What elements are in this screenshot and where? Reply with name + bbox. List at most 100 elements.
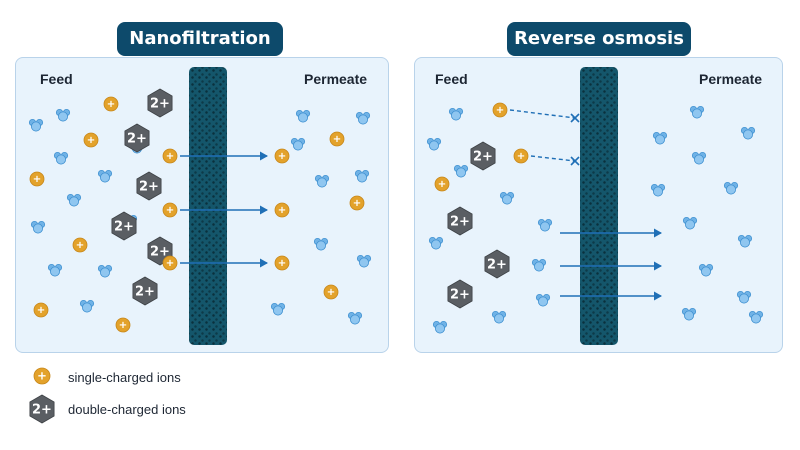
ion-charge-label: + [37, 368, 47, 382]
water-molecule [740, 126, 756, 140]
ion-charge-label: + [278, 205, 286, 216]
single-charged-ion: + [162, 148, 178, 164]
double-charged-ion: 2+ [124, 123, 150, 153]
water-molecule [347, 311, 363, 325]
ion-charge-label: + [278, 258, 286, 269]
single-charged-ion: + [162, 255, 178, 271]
blocked-path [530, 155, 576, 162]
legend-double-icon: 2+ [29, 394, 55, 424]
ion-charge-label: + [76, 240, 84, 251]
water-molecule [491, 310, 507, 324]
water-molecule [723, 181, 739, 195]
water-molecule [79, 299, 95, 313]
ion-charge-label: + [33, 174, 41, 185]
ion-charge-label: + [166, 151, 174, 162]
nf-feed-label: Feed [40, 71, 73, 87]
single-charged-ion: + [103, 96, 119, 112]
water-molecule [66, 193, 82, 207]
water-molecule [428, 236, 444, 250]
single-charged-ion: + [513, 148, 529, 164]
ion-charge-label: + [87, 135, 95, 146]
single-charged-ion: + [83, 132, 99, 148]
legend-single-icon: + [33, 367, 51, 385]
single-charged-ion: + [329, 131, 345, 147]
ion-charge-label: 2+ [450, 215, 470, 230]
block-mark [570, 113, 580, 123]
ion-charge-label: 2+ [32, 403, 52, 418]
single-charged-ion: + [492, 102, 508, 118]
water-molecule [314, 174, 330, 188]
water-molecule [354, 169, 370, 183]
single-charged-ion: + [29, 171, 45, 187]
ion-charge-label: + [166, 205, 174, 216]
double-charged-ion: 2+ [470, 141, 496, 171]
ion-charge-label: + [327, 287, 335, 298]
ion-charge-label: + [278, 151, 286, 162]
water-molecule [30, 220, 46, 234]
ro-feed-label: Feed [435, 71, 468, 87]
water-molecule [295, 109, 311, 123]
double-charged-ion: 2+ [136, 171, 162, 201]
ion-charge-label: + [107, 99, 115, 110]
water-molecule [53, 151, 69, 165]
ion-charge-label: 2+ [487, 258, 507, 273]
single-charged-ion: + [33, 302, 49, 318]
double-charged-ion: 2+ [447, 206, 473, 236]
water-molecule [535, 293, 551, 307]
water-molecule [270, 302, 286, 316]
water-molecule [736, 290, 752, 304]
double-charged-ion: 2+ [447, 279, 473, 309]
double-charged-ion: 2+ [111, 211, 137, 241]
nanofiltration-title: Nanofiltration [117, 22, 283, 56]
water-molecule [97, 264, 113, 278]
blocked-path [509, 109, 576, 119]
water-molecule [689, 105, 705, 119]
ion-charge-label: + [438, 179, 446, 190]
ion-charge-label: 2+ [114, 220, 134, 235]
water-molecule [531, 258, 547, 272]
water-molecule [355, 111, 371, 125]
ion-charge-label: 2+ [139, 180, 159, 195]
double-charged-ion: 2+ [147, 88, 173, 118]
legend-double-label: double-charged ions [68, 402, 186, 417]
ion-charge-label: + [166, 258, 174, 269]
water-molecule [537, 218, 553, 232]
water-molecule [499, 191, 515, 205]
ion-charge-label: 2+ [450, 288, 470, 303]
ion-charge-label: 2+ [150, 97, 170, 112]
legend-single-label: single-charged ions [68, 370, 181, 385]
ion-charge-label: + [353, 198, 361, 209]
ro-permeate-label: Permeate [699, 71, 763, 87]
water-molecule [426, 137, 442, 151]
ion-charge-label: 2+ [150, 245, 170, 260]
single-charged-ion: + [434, 176, 450, 192]
single-charged-ion: + [274, 148, 290, 164]
single-charged-ion: + [349, 195, 365, 211]
water-molecule [652, 131, 668, 145]
water-molecule [453, 164, 469, 178]
water-molecule [432, 320, 448, 334]
water-molecule [356, 254, 372, 268]
water-molecule [47, 263, 63, 277]
water-molecule [650, 183, 666, 197]
water-molecule [682, 216, 698, 230]
ion-charge-label: 2+ [127, 132, 147, 147]
reverse-osmosis-title: Reverse osmosis [507, 22, 691, 56]
water-molecule [681, 307, 697, 321]
ion-charge-label: + [119, 320, 127, 331]
ion-charge-label: + [517, 151, 525, 162]
single-charged-ion: + [162, 202, 178, 218]
double-charged-ion: 2+ [484, 249, 510, 279]
ion-charge-label: + [333, 134, 341, 145]
water-molecule [290, 137, 306, 151]
single-charged-ion: + [72, 237, 88, 253]
water-molecule [97, 169, 113, 183]
single-charged-ion: + [274, 202, 290, 218]
ro-membrane [580, 67, 618, 345]
water-molecule [448, 107, 464, 121]
single-charged-ion: + [274, 255, 290, 271]
water-molecule [313, 237, 329, 251]
single-charged-ion: + [115, 317, 131, 333]
water-molecule [28, 118, 44, 132]
